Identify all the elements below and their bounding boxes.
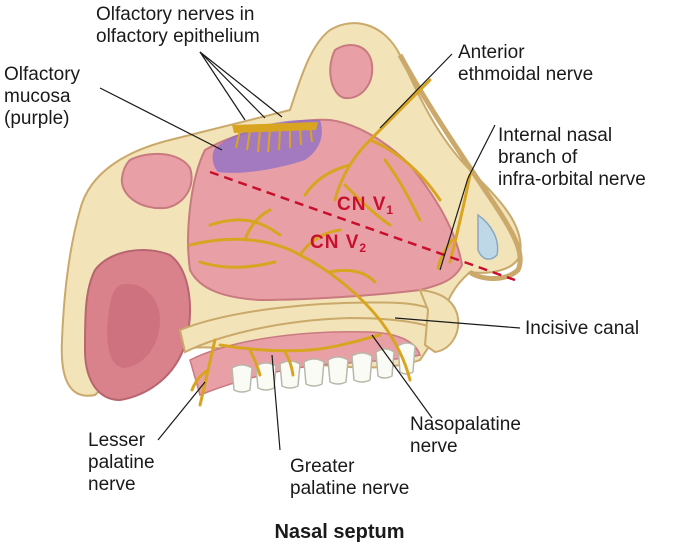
label-nasopalatine-line1: Nasopalatine	[410, 414, 521, 435]
olfactory-nerve-fibers	[235, 124, 313, 153]
label-olfactory-nerves-line2: olfactory epithelium	[96, 26, 260, 47]
label-olfactory-nerves: Olfactory nerves in olfactory epithelium	[96, 4, 260, 48]
cn-division-line	[209, 170, 516, 282]
cn-v2-subscript: 2	[359, 241, 368, 255]
label-lesser-palatine-line3: nerve	[88, 474, 136, 495]
label-nasopalatine-nerve: Nasopalatine nerve	[410, 414, 521, 458]
label-anterior-ethmoidal: Anterior ethmoidal nerve	[458, 42, 593, 86]
label-incisive-canal-line1: Incisive canal	[525, 318, 640, 339]
label-olfactory-mucosa-line2: mucosa	[4, 86, 71, 107]
olfactory-bulb	[232, 122, 318, 133]
sphenoid-sinus	[120, 152, 193, 210]
cn-v1-text: CN V	[337, 194, 387, 215]
label-lesser-palatine-line1: Lesser	[88, 430, 146, 451]
pharynx-inner	[107, 284, 160, 368]
label-internal-nasal-line3: infra-orbital nerve	[498, 169, 646, 190]
label-olfactory-nerves-line1: Olfactory nerves in	[96, 4, 255, 25]
label-lesser-palatine-line2: palatine	[88, 452, 155, 473]
label-olfactory-mucosa-line3: (purple)	[4, 108, 70, 129]
label-internal-nasal-line2: branch of	[498, 147, 578, 168]
nerve-branches	[188, 78, 472, 407]
label-nasopalatine-line2: nerve	[410, 436, 458, 457]
frontal-sinus	[329, 44, 374, 100]
label-olfactory-mucosa: Olfactory mucosa (purple)	[4, 64, 80, 130]
label-lesser-palatine-nerve: Lesser palatine nerve	[88, 430, 155, 496]
cn-v1-label: CN V1	[337, 194, 394, 217]
label-internal-nasal-branch: Internal nasal branch of infra-orbital n…	[498, 125, 646, 191]
cn-v2-text: CN V	[310, 232, 360, 253]
figure-caption: Nasal septum	[274, 521, 405, 543]
label-incisive-canal: Incisive canal	[525, 318, 639, 340]
cn-v2-label: CN V2	[310, 232, 367, 255]
cn-v1-subscript: 1	[386, 203, 395, 217]
external-nose	[397, 53, 523, 281]
label-greater-palatine-nerve: Greater palatine nerve	[290, 456, 409, 500]
olfactory-mucosa-region	[212, 119, 322, 173]
label-anterior-ethmoidal-line1: Anterior	[458, 42, 525, 63]
label-olfactory-mucosa-line1: Olfactory	[4, 64, 81, 85]
label-greater-palatine-line1: Greater	[290, 456, 355, 477]
label-greater-palatine-line2: palatine nerve	[290, 478, 410, 499]
label-internal-nasal-line1: Internal nasal	[498, 125, 613, 146]
label-anterior-ethmoidal-line2: ethmoidal nerve	[458, 64, 594, 85]
nasal-cartilage	[477, 213, 499, 260]
leader-lines	[99, 51, 521, 451]
